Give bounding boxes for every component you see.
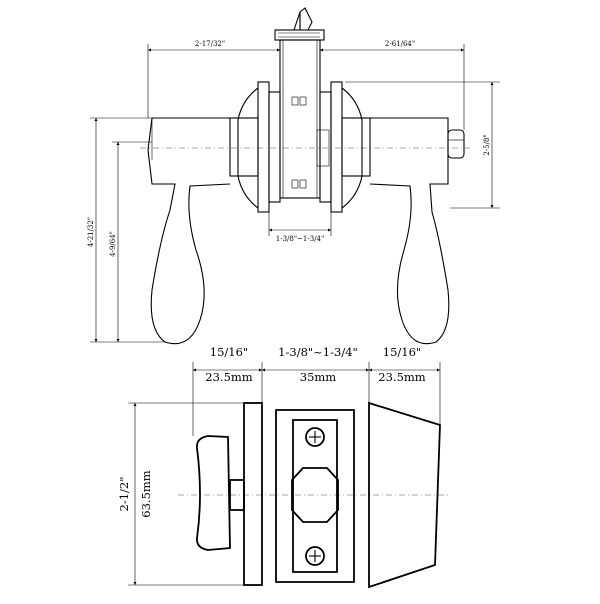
left-lever bbox=[147, 117, 259, 345]
dim-left-in: 15/16" bbox=[210, 345, 248, 359]
dim-lever-height: 4-9/64" bbox=[109, 141, 152, 342]
latch-faceplate bbox=[275, 409, 355, 583]
dim-height: 2-1/2" 63.5mm bbox=[117, 402, 244, 586]
left-rose bbox=[237, 81, 281, 213]
spindle-assembly bbox=[274, 7, 330, 199]
right-lever bbox=[341, 117, 465, 345]
dim-overall-height-label: 4-21/32" bbox=[87, 217, 95, 247]
dim-right-width-label: 2-61/64" bbox=[385, 40, 415, 48]
dim-right: 15/16" 23.5mm bbox=[369, 345, 441, 425]
dim-height-mm: 63.5mm bbox=[139, 470, 153, 518]
dim-mid-mm: 35mm bbox=[300, 370, 337, 384]
dim-door-thickness: 1-3/8"~1-3/4" bbox=[268, 205, 332, 243]
dim-mid: 1-3/8"~1-3/4" 35mm bbox=[262, 345, 370, 403]
inside-rose-plate bbox=[243, 402, 263, 586]
top-view-side-elevation: 2-17/32" 2-61/64" 2-5/8" 4-21/32" 4 bbox=[87, 7, 500, 345]
screw-bottom-icon bbox=[305, 546, 325, 566]
dim-height-in: 2-1/2" bbox=[117, 477, 131, 512]
bottom-view-latch-elevation: 15/16" 23.5mm 1-3/8"~1-3/4" 35mm 15/16" … bbox=[117, 345, 450, 589]
dim-right-height-label: 2-5/8" bbox=[483, 134, 491, 155]
dim-right-in: 15/16" bbox=[383, 345, 421, 359]
dim-door-thickness-label: 1-3/8"~1-3/4" bbox=[276, 235, 324, 243]
right-rose bbox=[319, 81, 363, 213]
dim-left: 15/16" 23.5mm bbox=[192, 345, 263, 436]
dim-left-width: 2-17/32" bbox=[147, 40, 281, 118]
dim-overall-height: 4-21/32" bbox=[87, 117, 165, 343]
dim-right-height: 2-5/8" bbox=[345, 81, 500, 209]
screw-top-icon bbox=[305, 427, 325, 447]
dim-right-mm: 23.5mm bbox=[378, 370, 426, 384]
dim-left-mm: 23.5mm bbox=[205, 370, 253, 384]
dim-lever-height-label: 4-9/64" bbox=[109, 231, 117, 257]
dim-left-width-label: 2-17/32" bbox=[195, 40, 225, 48]
thumb-turn bbox=[196, 435, 245, 551]
dim-mid-in: 1-3/8"~1-3/4" bbox=[278, 345, 358, 359]
outside-trim bbox=[368, 401, 441, 589]
dim-right-width: 2-61/64" bbox=[319, 40, 465, 130]
